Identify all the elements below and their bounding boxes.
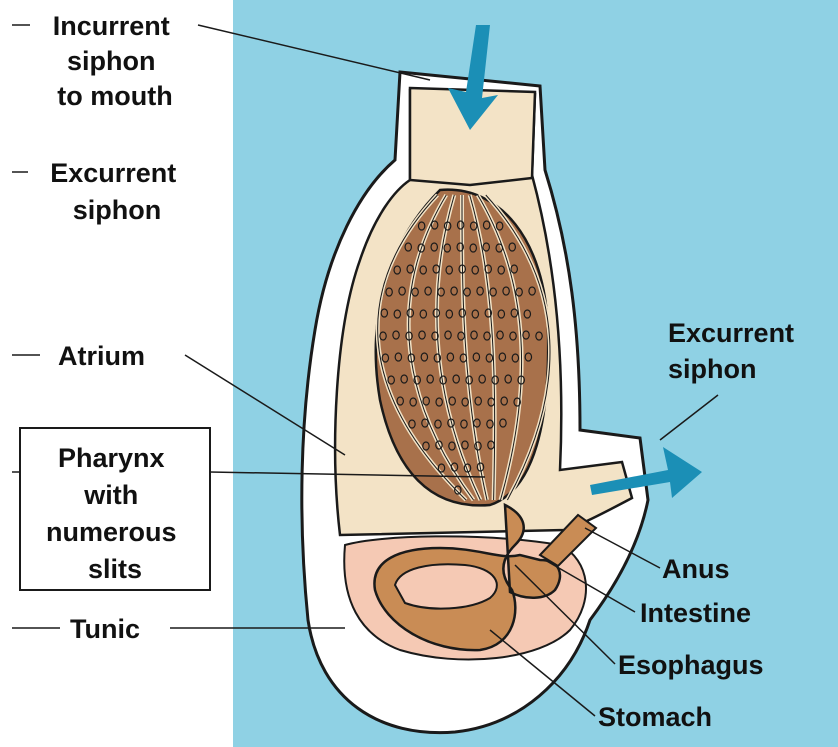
label-esophagus: Esophagus [618,650,764,680]
stomach-lumen [395,564,497,608]
label-atrium: Atrium [58,341,145,371]
label-stomach: Stomach [598,702,712,732]
label-anus: Anus [662,554,730,584]
label-excurrent-siphon-left: Excurrent siphon [50,158,184,225]
label-intestine: Intestine [640,598,751,628]
label-tunic: Tunic [70,614,140,644]
label-incurrent-siphon: Incurrent siphon to mouth [53,11,178,111]
